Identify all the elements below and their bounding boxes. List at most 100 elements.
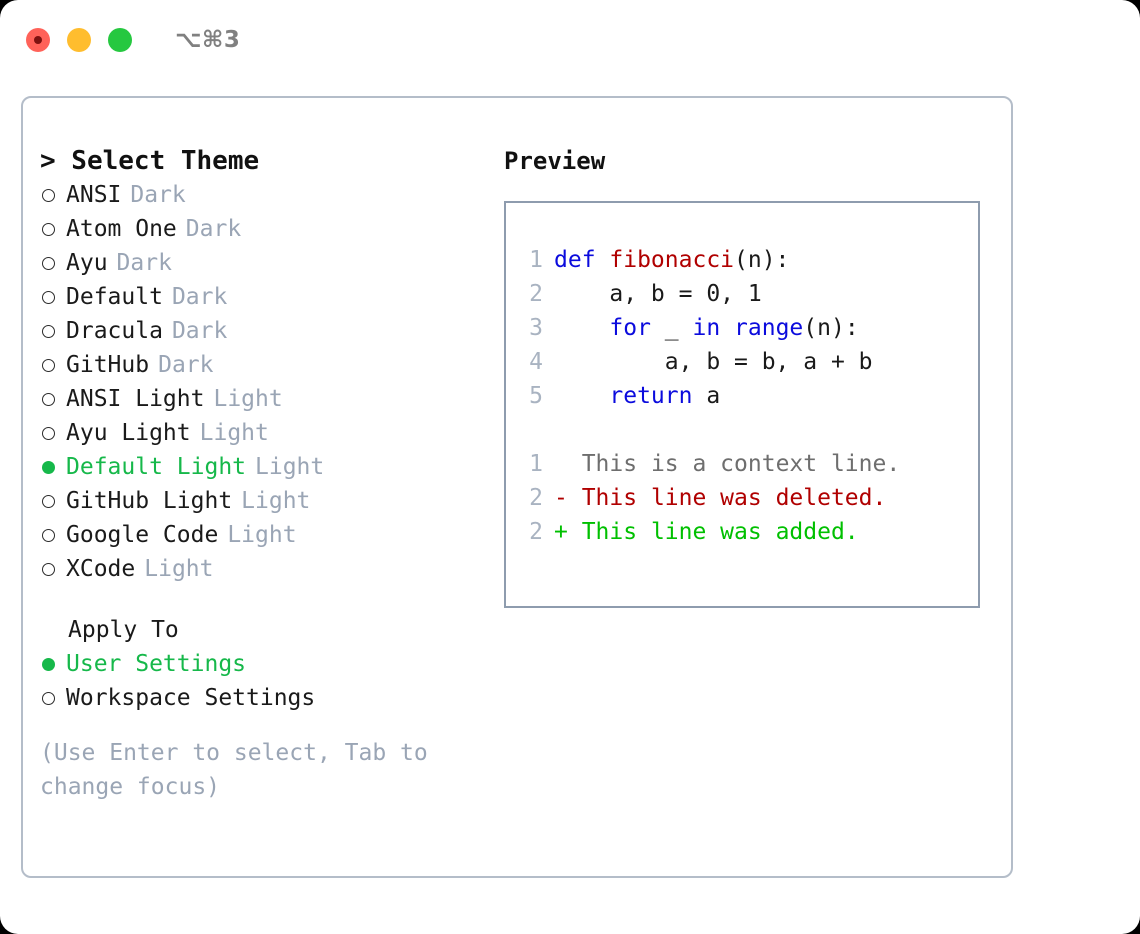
apply-to-item-name: Workspace Settings bbox=[66, 685, 316, 711]
code-token bbox=[720, 315, 734, 341]
code-line: 1 def fibonacci(n): bbox=[506, 243, 978, 277]
maximize-button[interactable] bbox=[108, 28, 132, 52]
code-token: (n): bbox=[734, 247, 790, 273]
diff-line: 1 This is a context line. bbox=[506, 447, 978, 481]
theme-item[interactable]: Atom One Dark bbox=[40, 212, 486, 246]
diff-line-text: This is a context line. bbox=[581, 451, 901, 477]
diff-line-number: 2 bbox=[529, 519, 543, 545]
code-token: fibonacci bbox=[609, 247, 735, 273]
theme-item[interactable]: Default Dark bbox=[40, 280, 486, 314]
code-token: def bbox=[554, 247, 610, 273]
radio-unselected-icon[interactable] bbox=[40, 519, 66, 553]
code-line-text: return a bbox=[554, 379, 720, 413]
radio-unselected-icon[interactable] bbox=[40, 179, 66, 213]
theme-item-variant: Dark bbox=[158, 352, 214, 378]
radio-unselected-icon[interactable] bbox=[40, 315, 66, 349]
radio-circle bbox=[42, 495, 55, 508]
apply-to-header: Apply To bbox=[68, 617, 179, 643]
code-line: 4 a, b = b, a + b bbox=[506, 345, 978, 379]
theme-item-name: GitHub Light bbox=[66, 488, 233, 514]
apply-to-item[interactable]: Workspace Settings bbox=[40, 681, 486, 715]
code-line: 2 a, b = 0, 1 bbox=[506, 277, 978, 311]
keyboard-hint-text: (Use Enter to select, Tab to change focu… bbox=[40, 740, 428, 800]
theme-item-name: Ayu bbox=[66, 250, 108, 276]
code-line-number: 4 bbox=[529, 349, 543, 375]
code-token: return bbox=[609, 383, 693, 409]
diff-marker bbox=[554, 447, 582, 481]
radio-circle bbox=[42, 692, 55, 705]
preview-title: Preview bbox=[504, 147, 606, 175]
radio-selected-icon[interactable] bbox=[40, 648, 66, 682]
radio-unselected-icon[interactable] bbox=[40, 682, 66, 716]
diff-line: 2 + This line was added. bbox=[506, 515, 978, 549]
code-token: (n): bbox=[803, 315, 859, 341]
radio-unselected-icon[interactable] bbox=[40, 213, 66, 247]
theme-item-variant: Dark bbox=[171, 318, 228, 344]
theme-item-name: Atom One bbox=[66, 216, 177, 242]
minimize-button[interactable] bbox=[67, 28, 91, 52]
code-token: a bbox=[692, 383, 721, 409]
theme-item-variant: Light bbox=[227, 522, 297, 548]
select-theme-header: > Select Theme bbox=[40, 146, 260, 176]
theme-item-variant: Dark bbox=[171, 284, 228, 310]
code-line: 5 return a bbox=[506, 379, 978, 413]
code-line-number: 2 bbox=[529, 281, 543, 307]
theme-item-variant: Dark bbox=[185, 216, 242, 242]
code-token: range bbox=[734, 315, 804, 341]
radio-unselected-icon[interactable] bbox=[40, 281, 66, 315]
theme-item-variant: Dark bbox=[116, 250, 172, 276]
radio-selected-icon[interactable] bbox=[40, 451, 66, 485]
radio-circle bbox=[42, 257, 55, 270]
theme-item[interactable]: Ayu Dark bbox=[40, 246, 486, 280]
keyboard-shortcut-label: ⌥⌘3 bbox=[175, 27, 241, 53]
radio-unselected-icon[interactable] bbox=[40, 417, 66, 451]
close-button[interactable] bbox=[26, 28, 50, 52]
code-token bbox=[554, 315, 609, 341]
radio-unselected-icon[interactable] bbox=[40, 553, 66, 587]
radio-circle bbox=[42, 325, 55, 338]
radio-unselected-icon[interactable] bbox=[40, 485, 66, 519]
radio-circle bbox=[42, 529, 55, 542]
diff-line-text: This line was added. bbox=[581, 519, 859, 545]
radio-circle bbox=[42, 393, 55, 406]
preview-spacer bbox=[506, 413, 978, 447]
theme-item-variant: Light bbox=[199, 420, 269, 446]
radio-unselected-icon[interactable] bbox=[40, 383, 66, 417]
code-line-number: 3 bbox=[529, 315, 543, 341]
theme-item-variant: Light bbox=[213, 386, 283, 412]
diff-line: 2- This line was deleted. bbox=[506, 481, 978, 515]
code-token: a, b = 0, 1 bbox=[554, 281, 762, 307]
code-token: a, b = b, a + b bbox=[554, 349, 873, 375]
theme-item-name: Default bbox=[66, 284, 163, 310]
radio-unselected-icon[interactable] bbox=[40, 349, 66, 383]
code-token: in bbox=[692, 315, 721, 341]
radio-circle bbox=[42, 291, 55, 304]
radio-circle bbox=[42, 563, 55, 576]
apply-to-item[interactable]: User Settings bbox=[40, 647, 486, 681]
theme-item-variant: Dark bbox=[130, 182, 186, 208]
radio-unselected-icon[interactable] bbox=[40, 247, 66, 281]
theme-item-name: Dracula bbox=[66, 318, 163, 344]
theme-item[interactable]: Dracula Dark bbox=[40, 314, 486, 348]
code-line-number: 1 bbox=[529, 247, 543, 273]
diff-marker: - bbox=[554, 485, 582, 511]
theme-item-variant: Light bbox=[255, 454, 325, 480]
diff-marker: + bbox=[554, 519, 582, 545]
diff-line-text: This line was deleted. bbox=[581, 485, 887, 511]
